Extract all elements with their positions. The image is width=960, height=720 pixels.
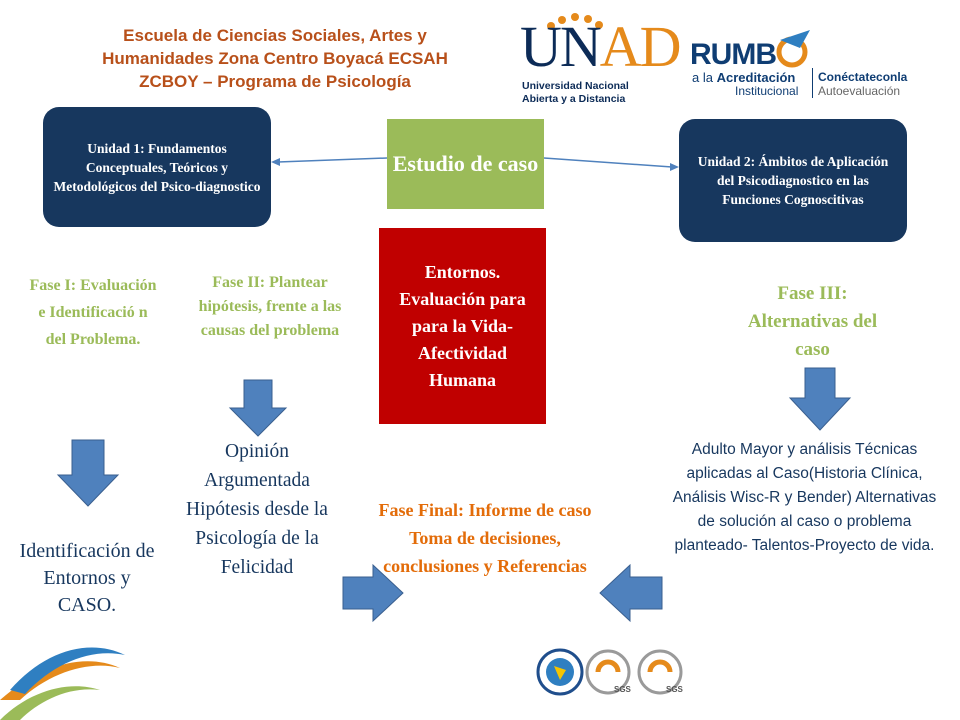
rumbo-logo-line: Autoevaluación [818, 84, 901, 98]
phase-3-label: Fase III: Alternativas del caso [747, 283, 878, 360]
rumbo-logo-a-la: a la [692, 70, 713, 85]
swoosh-icon [0, 647, 125, 720]
entornos-box: Entornos. Evaluación para para la Vida- … [379, 228, 546, 424]
case-study-box: Estudio de caso [387, 119, 544, 209]
down-arrow-icon [228, 379, 288, 437]
unit-1-box: Unidad 1: Fundamentos Conceptuales, Teór… [43, 107, 271, 227]
unad-logo-line: Universidad Nacional [522, 80, 629, 92]
school-line: ZCBOY – Programa de Psicología [139, 72, 411, 91]
result-2-text: Opinión Argumentada Hipótesis desde la P… [186, 441, 328, 578]
unit-2-box: Unidad 2: Ámbitos de Aplicación del Psic… [679, 119, 907, 242]
rumbo-logo-acreditacion: Acreditación [716, 70, 796, 85]
seal-label: SGS [614, 685, 632, 694]
down-arrow-icon [56, 439, 120, 507]
unad-logo-n: N [559, 14, 602, 79]
rumbo-logo-line: Institucional [735, 84, 799, 98]
connector-right [543, 157, 673, 168]
right-arrow-icon [342, 563, 404, 623]
connector-left-arrowhead [271, 158, 280, 166]
seal-label: SGS [666, 685, 684, 694]
unad-logo-u: U [520, 14, 562, 79]
final-phase-label: Fase Final: Informe de caso Toma de deci… [378, 500, 592, 576]
seal-icon [536, 648, 584, 696]
connector-right-arrowhead [670, 163, 679, 171]
rumbo-swoosh-icon [776, 30, 810, 68]
school-heading: Escuela de Ciencias Sociales, Artes y Hu… [40, 24, 510, 93]
connector-left [277, 157, 388, 163]
rumbo-logo-line: Conéctateconla [818, 70, 908, 84]
result-3-text: Adulto Mayor y análisis Técnicas aplicad… [672, 441, 937, 554]
phase-2-label: Fase II: Plantear hipótesis, frente a la… [198, 274, 342, 339]
down-arrow-icon [788, 367, 852, 431]
unad-dots-icon [547, 13, 603, 30]
rumbo-logo: RUMB [690, 38, 777, 71]
seal-icon [637, 649, 683, 695]
rumbo-logo-divider [812, 68, 813, 98]
seal-icon [585, 649, 631, 695]
left-arrow-icon [599, 563, 663, 623]
phase-1-label: Fase I: Evaluación e Identificació n del… [29, 277, 157, 348]
school-line: Humanidades Zona Centro Boyacá ECSAH [102, 49, 448, 68]
unad-logo: UNAD [520, 18, 682, 76]
unad-logo-line: Abierta y a Distancia [522, 93, 626, 105]
unad-logo-ad: AD [599, 14, 682, 79]
rumbo-logo-line: a la Acreditación [692, 70, 795, 85]
school-line: Escuela de Ciencias Sociales, Artes y [123, 26, 427, 45]
result-1-text: Identificación de Entornos y CASO. [19, 540, 155, 616]
